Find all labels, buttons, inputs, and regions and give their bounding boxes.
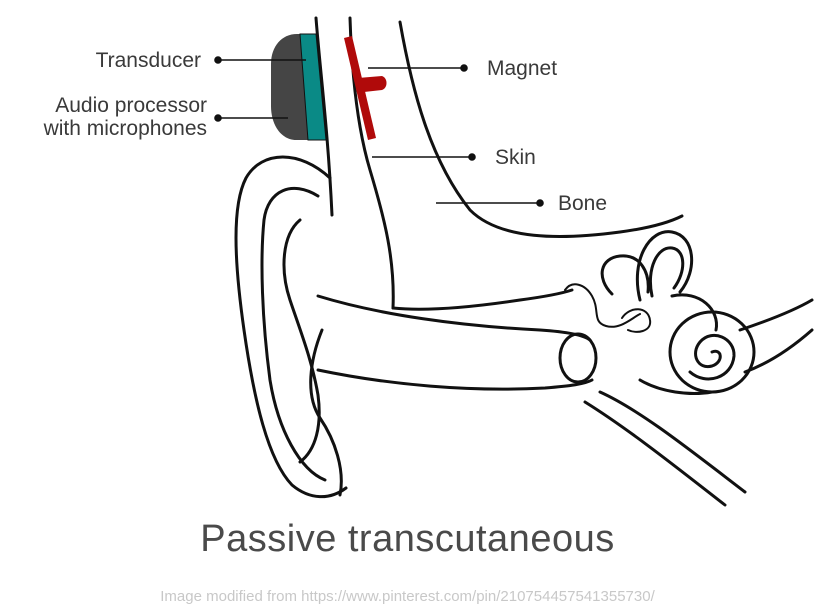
concha-fold [282,218,321,464]
ear-canal-top [316,294,592,342]
auditory-nerve-bottom [743,328,814,374]
bone-line [398,20,684,238]
semicircular-canal-1-inner [648,246,685,298]
skin-dot [468,153,476,161]
ossicles [564,283,641,328]
tragus [309,328,343,497]
label-audio-processor-line2: with microphones [43,117,207,140]
eardrum [558,332,598,384]
pinna-outline [234,155,348,499]
label-skin: Skin [495,146,536,169]
magnet-shape [344,36,387,140]
eustachian-tube-bottom [583,400,727,507]
transducer-dot [214,56,222,64]
eustachian-tube-top [598,390,747,494]
semicircular-canal-2 [600,254,650,296]
transducer-shape [299,33,327,141]
label-audio-processor-line1: Audio processor [55,94,207,117]
stapes [621,308,652,333]
diagram-title: Passive transcutaneous [200,518,615,560]
semicircular-canal-1 [635,230,694,302]
processor-dot [214,114,222,122]
skin-outer-line [314,16,334,217]
semicircular-canal-3 [670,293,718,332]
ear-canal-bottom [316,368,594,391]
inner-ear-base [638,378,714,395]
bone-dot [536,199,544,207]
middle-ear-outline [391,288,574,311]
image-credit: Image modified from https://www.pinteres… [160,588,655,605]
auditory-nerve-top [738,298,814,332]
label-magnet: Magnet [487,57,558,80]
pinna-inner-fold [260,186,327,482]
magnet-dot [460,64,468,72]
cochlea-spiral [688,334,736,381]
label-bone: Bone [558,192,608,215]
label-transducer: Transducer [95,49,201,72]
